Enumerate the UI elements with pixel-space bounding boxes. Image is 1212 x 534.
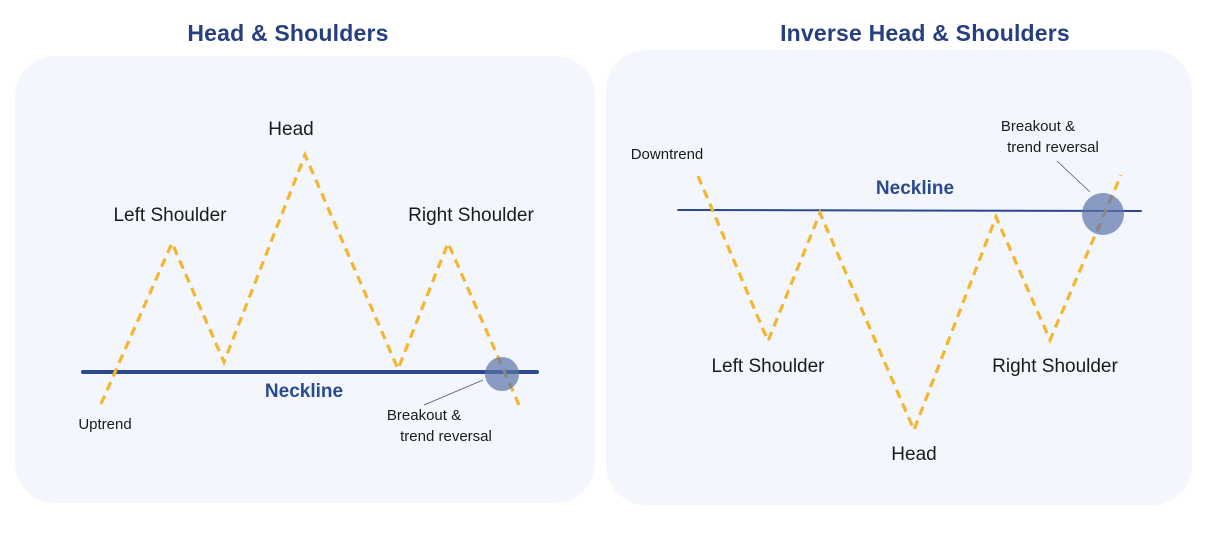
left-trend-label: Uptrend [78,416,131,433]
right-trend-label: Downtrend [631,146,704,163]
left-breakout-pointer [423,379,484,406]
right-breakout-marker [1082,193,1124,235]
right-price-path [696,174,1123,435]
right-neckline-label: Neckline [876,178,954,199]
left-price-path [99,150,521,406]
left-title: Head & Shoulders [187,20,389,46]
head-and-shoulders-panel [15,56,595,503]
inverse-head-and-shoulders-panel [606,50,1192,505]
right-left-shoulder-label: Left Shoulder [711,356,825,377]
left-neckline-label: Neckline [265,381,343,402]
right-right-shoulder-label: Right Shoulder [992,356,1118,377]
left-breakout-label-line1: Breakout & [387,407,461,424]
left-left-shoulder-label: Left Shoulder [113,205,227,226]
left-breakout-label-line2: trend reversal [400,428,492,445]
left-right-shoulder-label: Right Shoulder [408,205,534,226]
left-diagram: Head Left Shoulder Right Shoulder Neckli… [78,119,539,445]
right-neckline [677,209,1142,212]
right-head-label: Head [891,444,936,465]
right-title: Inverse Head & Shoulders [780,20,1070,46]
right-breakout-pointer [1056,160,1091,193]
right-breakout-label-line1: Breakout & [1001,118,1075,135]
right-breakout-label-line2: trend reversal [1007,139,1099,156]
right-diagram: Downtrend Neckline Breakout & trend reve… [631,118,1142,465]
left-head-label: Head [268,119,313,140]
left-breakout-marker [485,357,519,391]
